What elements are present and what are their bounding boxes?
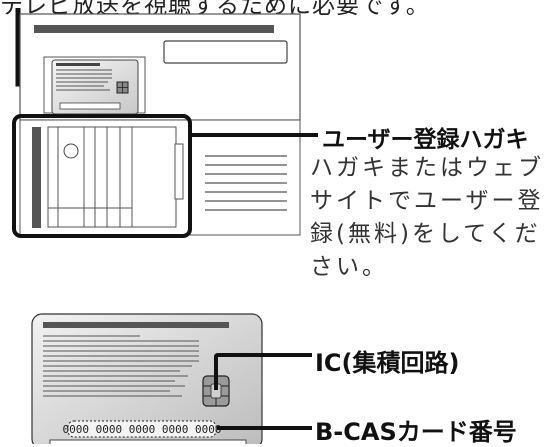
registration-description: ハガキまたはウェブサイトでユーザー登録(無料)をしてください。 bbox=[310, 155, 544, 280]
ic-leader-line bbox=[214, 353, 312, 390]
large-bcas-card: 0000 0000 0000 0000 0000 bbox=[31, 313, 263, 444]
registration-postcard-label: ユーザー登録ハガキ bbox=[322, 127, 529, 153]
small-bcas-card bbox=[51, 59, 139, 115]
registration-postcard bbox=[12, 114, 318, 238]
ic-label: IC(集積回路) bbox=[315, 349, 460, 377]
ic-chip bbox=[202, 375, 230, 407]
card-number-text: 0000 0000 0000 0000 0000 bbox=[63, 423, 222, 436]
card-number-box bbox=[67, 420, 217, 438]
card-number-label: B-CASカード番号 bbox=[315, 418, 517, 446]
